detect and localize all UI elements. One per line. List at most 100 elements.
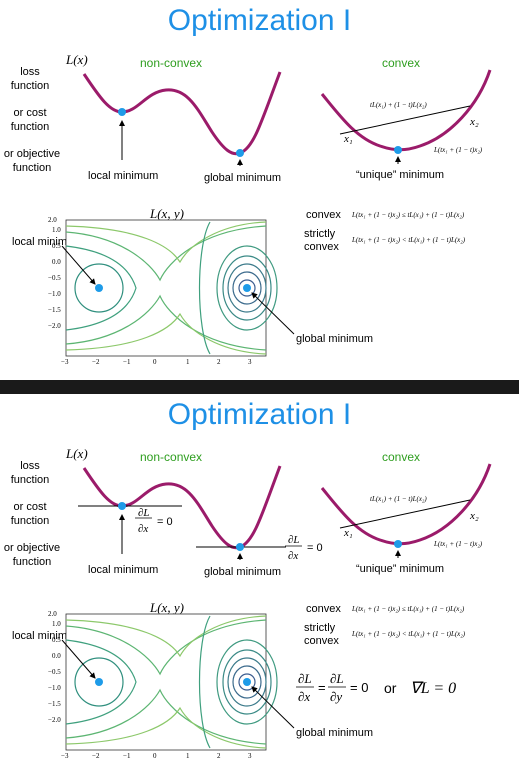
contour-local-label: local minimum bbox=[12, 236, 83, 248]
xtick: 3 bbox=[248, 752, 252, 760]
graph-ylabel: L(x) bbox=[66, 446, 88, 461]
xtick: −3 bbox=[61, 358, 69, 366]
x1-label: x₁ bbox=[344, 133, 353, 145]
x2-label: x₂ bbox=[470, 116, 479, 128]
graph-ylabel: L(x) bbox=[66, 52, 88, 67]
ytick: −1.0 bbox=[48, 290, 61, 298]
unique-minimum-label: “unique” minimum bbox=[356, 563, 445, 575]
ytick: −1.0 bbox=[48, 684, 61, 692]
local-minimum-label: local minimum bbox=[88, 170, 159, 182]
grad-dx-den: ∂x bbox=[298, 689, 311, 704]
chord-line bbox=[339, 105, 471, 135]
global-minimum-label: global minimum bbox=[204, 566, 282, 578]
grad-or: or bbox=[384, 680, 397, 696]
xtick: 0 bbox=[153, 358, 157, 366]
slide-separator bbox=[0, 380, 519, 394]
global-minimum-dot bbox=[236, 149, 244, 157]
chord-label: tL(x₁) + (1 − t)L(x₂) bbox=[370, 495, 427, 503]
convex-def: L(tx₁ + (1 − t)x₂) ≤ tL(x₁) + (1 − t)L(x… bbox=[352, 605, 465, 613]
ytick: 0.5 bbox=[52, 242, 61, 250]
ytick: 1.0 bbox=[52, 620, 61, 628]
local-deriv-den: ∂x bbox=[138, 523, 149, 535]
xtick: 0 bbox=[153, 752, 157, 760]
global-minimum-dot bbox=[236, 543, 244, 551]
grad-dx-num: ∂L bbox=[298, 671, 312, 686]
ytick: −1.5 bbox=[48, 700, 61, 708]
convex-minimum-dot bbox=[394, 540, 402, 548]
convex-label: convex bbox=[382, 450, 421, 464]
local-deriv-num: ∂L bbox=[138, 507, 150, 519]
ytick: −2.0 bbox=[48, 716, 61, 724]
grad-dy-num: ∂L bbox=[330, 671, 344, 686]
local-deriv-eq: = 0 bbox=[157, 516, 173, 528]
ytick: −1.5 bbox=[48, 306, 61, 314]
strict-convex-label: strictly convex bbox=[304, 228, 339, 253]
slide-2-graphics bbox=[61, 463, 492, 751]
global-deriv-den: ∂x bbox=[288, 550, 299, 562]
local-minimum-dot bbox=[118, 108, 126, 116]
contour-local-dot bbox=[95, 678, 103, 686]
ytick: 0.5 bbox=[52, 636, 61, 644]
grad-eq-zero: = 0 bbox=[350, 680, 369, 695]
xtick: 2 bbox=[217, 358, 221, 366]
xtick: −2 bbox=[92, 752, 100, 760]
slide-title: Optimization I bbox=[167, 4, 352, 37]
label-objective-function: or objective function bbox=[3, 542, 61, 568]
nonconvex-label: non-convex bbox=[140, 56, 203, 70]
contour-lines bbox=[65, 615, 278, 749]
convex-curve bbox=[320, 69, 492, 152]
global-deriv-eq: = 0 bbox=[307, 542, 323, 554]
contour-local-dot bbox=[95, 284, 103, 292]
xtick: 1 bbox=[186, 358, 190, 366]
contour-global-dot bbox=[243, 678, 251, 686]
convex-def-label: convex bbox=[306, 603, 341, 615]
local-minimum-dot bbox=[118, 502, 126, 510]
ytick: 0.0 bbox=[52, 652, 61, 660]
xtick: 1 bbox=[186, 752, 190, 760]
convex-minimum-dot bbox=[394, 146, 402, 154]
convex-def: L(tx₁ + (1 − t)x₂) ≤ tL(x₁) + (1 − t)L(x… bbox=[352, 211, 465, 219]
slide-1-graphics bbox=[61, 69, 492, 357]
unique-minimum-label: “unique” minimum bbox=[356, 169, 445, 181]
contour-title: L(x, y) bbox=[150, 600, 184, 615]
label-cost-function: or cost function bbox=[10, 501, 50, 527]
point-label: L(tx₁ + (1 − t)x₂) bbox=[434, 540, 483, 548]
label-objective-function: or objective function bbox=[3, 148, 61, 174]
strict-convex-label: strictly convex bbox=[304, 622, 339, 647]
xtick: 3 bbox=[248, 358, 252, 366]
xtick: −1 bbox=[123, 358, 131, 366]
xtick: −3 bbox=[61, 752, 69, 760]
xtick: −1 bbox=[123, 752, 131, 760]
x2-label: x₂ bbox=[470, 510, 479, 522]
point-label: L(tx₁ + (1 − t)x₂) bbox=[434, 146, 483, 154]
strict-convex-def: L(tx₁ + (1 − t)x₂) < tL(x₁) + (1 − t)L(x… bbox=[352, 236, 466, 244]
contour-global-label: global minimum bbox=[296, 727, 374, 739]
contour-global-dot bbox=[243, 284, 251, 292]
label-loss-function: loss function bbox=[10, 460, 50, 486]
slide-1: Optimization I loss function or cost fun… bbox=[0, 0, 519, 380]
convex-def-label: convex bbox=[306, 209, 341, 221]
slide-2: Optimization I loss function or cost fun… bbox=[0, 394, 519, 774]
contour-global-label: global minimum bbox=[296, 333, 374, 345]
grad-nabla: ∇L = 0 bbox=[410, 680, 457, 697]
nonconvex-label: non-convex bbox=[140, 450, 203, 464]
chord-line bbox=[339, 499, 471, 529]
nonconvex-curve bbox=[82, 465, 282, 550]
label-loss-function: loss function bbox=[10, 66, 50, 92]
grad-eq-sign: = bbox=[318, 680, 326, 695]
nonconvex-curve bbox=[82, 71, 282, 156]
xtick: −2 bbox=[92, 358, 100, 366]
xtick: 2 bbox=[217, 752, 221, 760]
x1-label: x₁ bbox=[344, 527, 353, 539]
global-deriv-num: ∂L bbox=[288, 534, 300, 546]
contour-lines bbox=[65, 221, 278, 355]
contour-title: L(x, y) bbox=[150, 206, 184, 221]
local-minimum-label: local minimum bbox=[88, 564, 159, 576]
strict-convex-def: L(tx₁ + (1 − t)x₂) < tL(x₁) + (1 − t)L(x… bbox=[352, 630, 466, 638]
ytick: −0.5 bbox=[48, 668, 61, 676]
contour-local-label: local minimum bbox=[12, 630, 83, 642]
ytick: −0.5 bbox=[48, 274, 61, 282]
convex-curve bbox=[320, 463, 492, 546]
global-minimum-label: global minimum bbox=[204, 172, 282, 184]
ytick: −2.0 bbox=[48, 322, 61, 330]
